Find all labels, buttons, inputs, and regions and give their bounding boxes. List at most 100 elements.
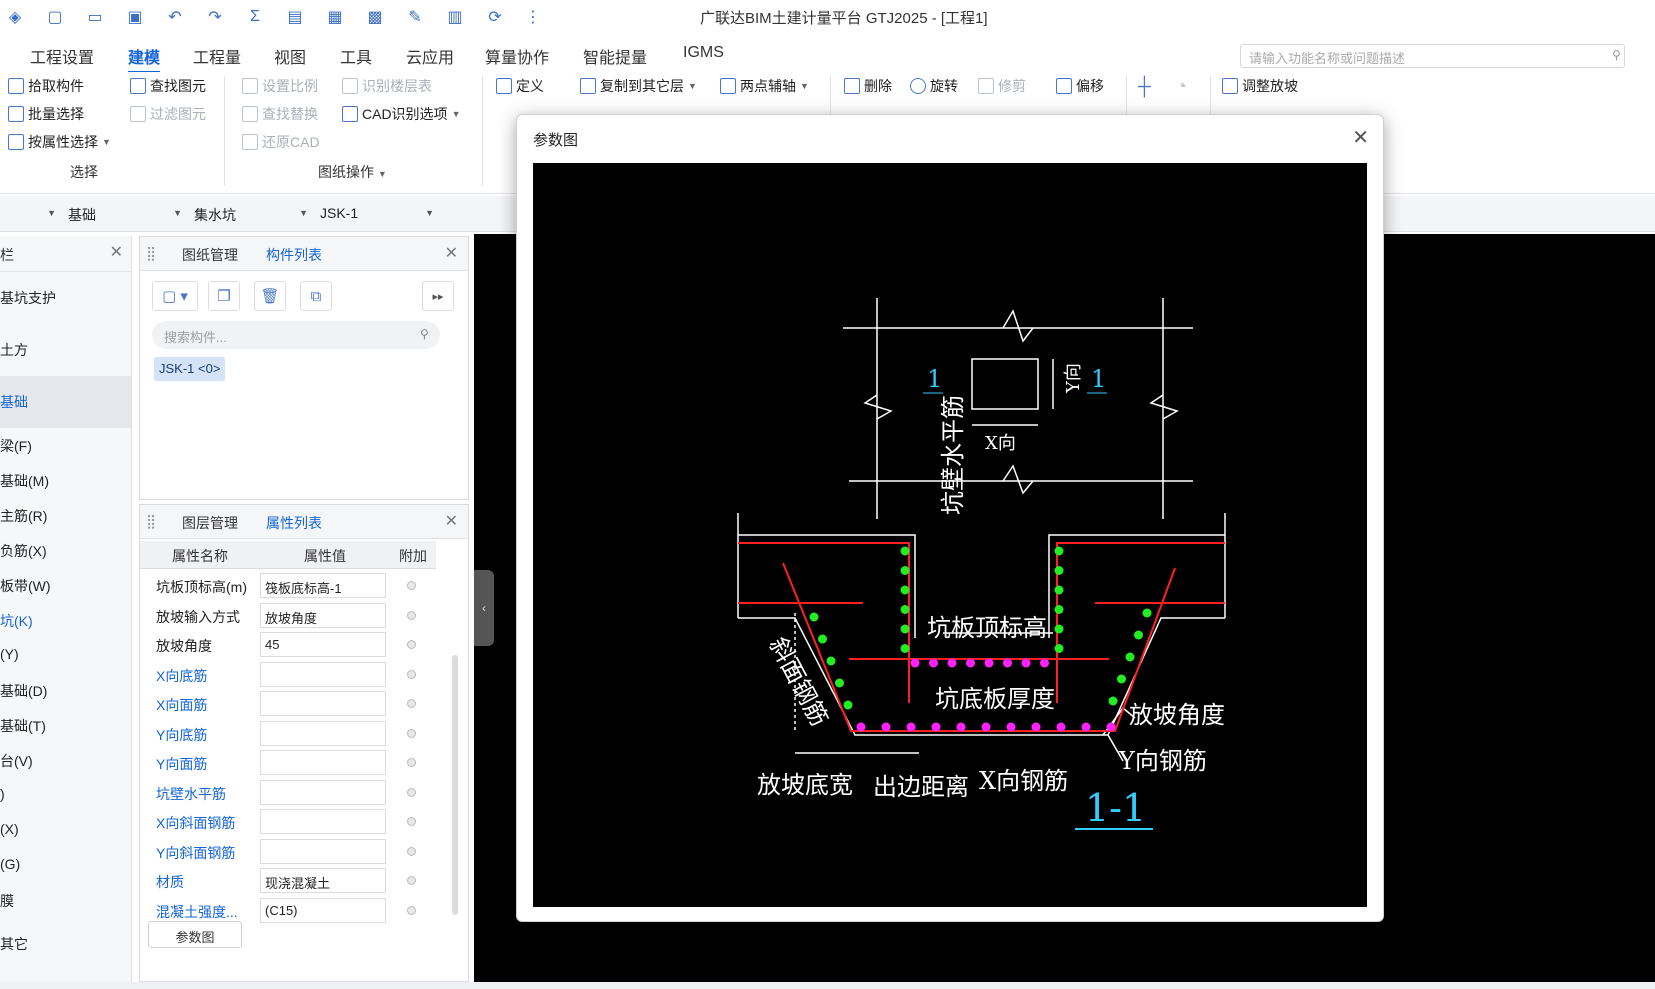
menu-item-1[interactable]: 建模 <box>128 44 161 74</box>
cad-options-button[interactable]: CAD识别选项▼ <box>342 104 460 124</box>
undo-icon[interactable]: ↶ <box>168 9 182 26</box>
nav-item-6[interactable]: 负筋(X) <box>0 543 47 559</box>
category-selector[interactable]: 基础▼ <box>62 202 186 228</box>
menu-item-2[interactable]: 工程量 <box>193 50 242 67</box>
rotate-button[interactable]: 旋转 <box>910 76 958 96</box>
property-value-input[interactable] <box>260 779 386 805</box>
pen-icon[interactable]: ✎ <box>408 9 422 26</box>
nav-item-17[interactable]: 其它 <box>0 936 28 952</box>
set-scale-button[interactable]: 设置比例 <box>242 76 318 96</box>
nav-item-13[interactable]: ) <box>0 786 5 802</box>
tab-drawing-management[interactable]: 图纸管理 <box>182 247 238 263</box>
scrollbar[interactable] <box>452 655 458 915</box>
ruler-icon[interactable]: ▥ <box>447 9 463 26</box>
nav-item-14[interactable]: (X) <box>0 821 19 837</box>
nav-item-1[interactable]: 土方 <box>0 342 28 358</box>
open-folder-icon[interactable]: ▭ <box>87 9 103 26</box>
menu-item-4[interactable]: 工具 <box>340 50 373 67</box>
property-extra-checkbox[interactable] <box>407 610 416 620</box>
property-extra-checkbox[interactable] <box>407 758 416 767</box>
collapse-panel-button[interactable]: ‹ <box>474 570 494 646</box>
component-list-item[interactable]: JSK-1 <0> <box>154 357 226 381</box>
component-search-input[interactable]: 搜索构件... <box>152 321 440 349</box>
copy-component-button[interactable]: ❐ <box>208 281 240 311</box>
delete-button[interactable]: 删除 <box>844 76 892 96</box>
find-element-button[interactable]: 查找图元 <box>130 76 206 96</box>
sync-icon[interactable]: ⟳ <box>488 9 502 26</box>
tab-component-list[interactable]: 构件列表 <box>256 237 332 274</box>
filter-element-button[interactable]: 过滤图元 <box>130 104 206 124</box>
property-value-input[interactable]: 筏板底标高-1 <box>260 573 386 598</box>
property-value-input[interactable] <box>260 720 386 746</box>
table-icon[interactable]: ▦ <box>327 9 343 26</box>
restore-cad-button[interactable]: 还原CAD <box>242 132 320 152</box>
close-icon[interactable]: ✕ <box>444 513 458 530</box>
menu-item-3[interactable]: 视图 <box>274 50 307 67</box>
property-extra-checkbox[interactable] <box>407 787 416 797</box>
nav-item-3[interactable]: 梁(F) <box>0 438 32 454</box>
menu-item-0[interactable]: 工程设置 <box>30 50 95 67</box>
menu-item-8[interactable]: IGMS <box>683 44 724 61</box>
menu-item-5[interactable]: 云应用 <box>406 50 455 67</box>
offset-button[interactable]: 偏移 <box>1056 76 1104 96</box>
nav-item-7[interactable]: 板带(W) <box>0 578 51 594</box>
nav-item-16[interactable]: 膜 <box>0 893 14 909</box>
sum-icon[interactable]: Σ <box>250 8 260 25</box>
property-extra-checkbox[interactable] <box>407 669 416 679</box>
component-selector[interactable]: JSK-1▼ <box>314 202 438 228</box>
menu-item-7[interactable]: 智能提量 <box>583 50 648 67</box>
duplicate-component-button[interactable]: ⧉ <box>300 281 332 311</box>
tab-layer-management[interactable]: 图层管理 <box>182 515 238 531</box>
close-icon[interactable]: ✕ <box>109 244 123 261</box>
property-value-input[interactable]: 45 <box>260 632 386 657</box>
property-extra-checkbox[interactable] <box>407 876 416 885</box>
nav-item-5[interactable]: 主筋(R) <box>0 508 48 524</box>
property-extra-checkbox[interactable] <box>407 640 416 649</box>
identify-floor-table-button[interactable]: 识别楼层表 <box>342 76 432 96</box>
nav-item-10[interactable]: 基础(D) <box>0 683 48 699</box>
nav-item-12[interactable]: 台(V) <box>0 753 33 769</box>
close-icon[interactable]: ✕ <box>1352 127 1369 149</box>
nav-item-0[interactable]: 基坑支护 <box>0 290 56 306</box>
batch-select-button[interactable]: 批量选择 <box>8 104 84 124</box>
app-logo-icon[interactable]: ◈ <box>8 9 22 26</box>
new-component-button[interactable]: ▢ ▾ <box>152 281 198 311</box>
property-extra-checkbox[interactable] <box>407 846 416 856</box>
adjust-slope-button[interactable]: 调整放坡 <box>1222 76 1298 96</box>
drawing-group-label[interactable]: 图纸操作 ▼ <box>318 162 387 182</box>
menu-item-6[interactable]: 算量协作 <box>485 50 550 67</box>
property-value-input[interactable]: (C15) <box>260 897 386 923</box>
nav-item-15[interactable]: (G) <box>0 856 21 872</box>
property-value-input[interactable] <box>260 661 386 687</box>
drag-handle-icon[interactable]: ⣿ <box>146 513 157 529</box>
function-search-input[interactable]: 请输入功能名称或问题描述 <box>1240 44 1625 68</box>
report-icon[interactable]: ▤ <box>287 9 303 26</box>
select-by-attribute-button[interactable]: 按属性选择▼ <box>8 132 111 152</box>
property-value-input[interactable] <box>260 691 386 716</box>
property-value-input[interactable] <box>260 838 386 864</box>
search-icon[interactable]: ⚲ <box>420 327 429 341</box>
property-value-input[interactable] <box>260 809 386 834</box>
crosshair-button[interactable]: ┼ <box>1138 76 1151 97</box>
tab-property-list[interactable]: 属性列表 <box>256 505 332 542</box>
copy-to-layer-button[interactable]: 复制到其它层▼ <box>580 76 697 96</box>
more-icon[interactable]: ⋮ <box>525 9 541 26</box>
property-extra-checkbox[interactable] <box>407 905 416 915</box>
grid-table-icon[interactable]: ▩ <box>367 9 383 26</box>
pick-component-button[interactable]: 拾取构件 <box>8 76 84 96</box>
drag-handle-icon[interactable]: ⣿ <box>146 245 157 261</box>
property-extra-checkbox[interactable] <box>407 728 416 738</box>
property-extra-checkbox[interactable] <box>407 699 416 708</box>
nav-item-4[interactable]: 基础(M) <box>0 473 49 489</box>
nav-item-8[interactable]: 坑(K) <box>0 613 33 629</box>
expand-button[interactable]: ▸▸ <box>422 281 454 311</box>
property-value-input[interactable] <box>260 750 386 775</box>
parameter-diagram-button[interactable]: 参数图 <box>148 921 242 948</box>
new-file-icon[interactable]: ▢ <box>47 9 63 26</box>
property-value-input[interactable]: 现浇混凝土 <box>260 868 386 893</box>
close-icon[interactable]: ✕ <box>444 245 458 262</box>
delete-component-button[interactable]: 🗑 <box>254 281 286 311</box>
floor-selector[interactable]: ▼ <box>0 202 60 228</box>
nav-item-2[interactable]: 基础 <box>0 376 131 428</box>
find-replace-button[interactable]: 查找替换 <box>242 104 318 124</box>
